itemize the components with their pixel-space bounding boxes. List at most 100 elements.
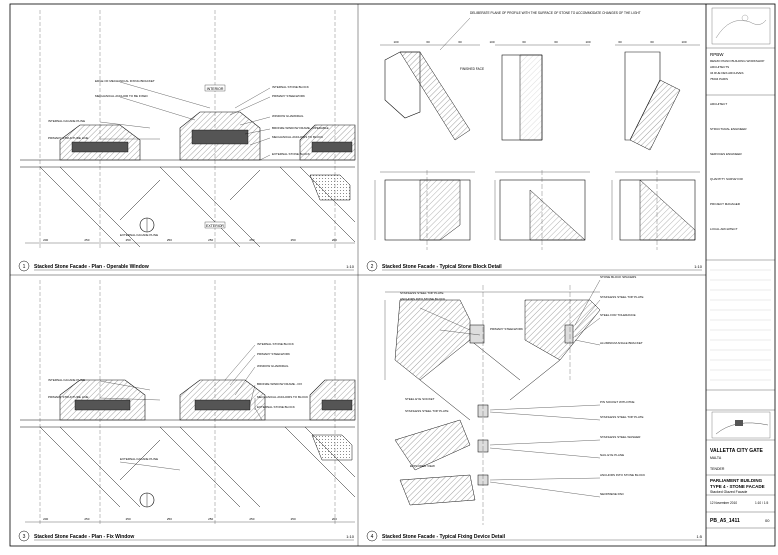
panel-3-dimensions: 200 250 250 250 250 250 250 200 [43,517,337,521]
title-block-body-line: QUANTITY SURVEYOR [710,177,744,181]
panel-1-notes: EDGE OF MECHANICAL FIXING BRACKET MECHANI… [48,79,329,237]
panel-3-note: INTERNAL FACADE PLINE [48,378,85,382]
panel-1-note: MECHANICAL ANCHOR TO BE FIXED [95,94,148,98]
dimension-label: 200 [332,238,337,242]
dimension-label: 60 [522,40,526,44]
tb-scale: 1:10 / 1:5 [755,501,769,505]
panel-scale-4: 1:5 [696,534,702,539]
title-block-header: RPBW RENZO PIANO BUILDING WORKSHOP ARCHITE… [710,52,764,81]
panel-4-note: STONE BLOCK SPACERS [600,275,636,279]
panel-1-note: WINDOW GUARDRAIL [272,114,304,118]
panel-title-text-1: Stacked Stone Facade - Plan - Operable W… [34,264,149,270]
panel-1-note: INTERNAL FACADE PLINE [48,119,85,123]
panel-4-notes-right: STONE BLOCK SPACERS STAINLESS STEEL TOP P… [600,275,645,496]
dimension-label: 250 [291,517,296,521]
tb-date: 12 November 2010 [710,501,737,505]
title-block-body: ARCHITECT STRUCTURAL ENGINEER SERVICES ENG… [710,102,747,231]
panel-4-note: NAIL EYE PLANE [600,453,624,457]
title-block-body-line: LOCAL ARCHITECT [710,227,738,231]
panel-title-4: 4 Stacked Stone Facade - Typical Fixing … [366,530,703,542]
panel-3-note: BRONZE WINDOW FRAME - FIX [257,382,302,386]
title-block-graphics [706,7,775,529]
dimension-label: 250 [167,238,172,242]
dimension-label: 250 [126,238,131,242]
panel-number-2: 2 [371,264,374,270]
dimension-label: 250 [167,517,172,521]
panel-title-text-3: Stacked Stone Facade - Plan - Fix Window [34,534,134,540]
panel-1-note: BRONZE WINDOW FRAME - OPERABLE [272,126,329,130]
panel-3-note: WINDOW GUARDRAIL [257,364,289,368]
panel-4-note: STAINLESS STEEL TOP PLATE [405,409,448,413]
dimension-label: 60 [650,40,654,44]
panel-number-3: 3 [23,534,26,540]
panel-2-stone-block-detail [374,17,700,250]
tb-location: MALTA [710,456,722,460]
panel-3-note: MECHANICAL ANCHORS TO BLOCK [257,395,308,399]
panel-4-note: STAINLESS STEEL WASHER [600,435,641,439]
panel-2-note: DELIBERATE PLANE OF PROFILE WITH THE SUR… [470,11,641,15]
panel-1-note: EDGE OF MECHANICAL FIXING BRACKET [95,79,155,83]
title-block-body-line: ARCHITECT [710,102,727,106]
panel-4-note: ANCHORS INTO STONE BLOCK [400,297,445,301]
exterior-tag-1: EXTERIOR [206,224,224,228]
panel-4-note: STAINLESS STEEL TOP PLATE [400,291,443,295]
panel-number-1: 1 [23,264,26,270]
title-block-body-line: SERVICES ENGINEER [710,152,742,156]
title-block-header-line: ARCHITECTS [710,65,729,69]
dimension-label: 60 [458,40,462,44]
title-block-body-line: PROJECT MANAGER [710,202,741,206]
panel-1-note: EXTERNAL STONE BLOCK [272,152,310,156]
panel-title-3: 3 Stacked Stone Facade - Plan - Fix Wind… [18,530,355,542]
tb-phase: TENDER [710,467,725,471]
panel-3-note: PRIMARY STEELWORK [257,352,290,356]
title-block-header-line: RPBW [710,52,724,57]
title-block-header-line: 34 RUE DES ARCHIVES [710,71,744,75]
panel-title-1: 1 Stacked Stone Facade - Plan - Operable… [18,260,355,272]
dimension-label: 100 [393,40,398,44]
panel-number-4: 4 [371,534,374,540]
panel-4-note: PIN SOCKET WITH PINE [600,400,634,404]
title-block-header-line: RENZO PIANO BUILDING WORKSHOP [710,59,764,63]
panel-1-note: MECHANICAL ANCHORS TO BLOCK [272,135,323,139]
panel-4-notes-left: STAINLESS STEEL TOP PLATE ANCHORS INTO ST… [400,291,523,468]
dimension-label: 250 [208,238,213,242]
dimension-label: 250 [249,517,254,521]
interior-tag-1: INTERIOR [207,87,224,91]
dimension-label: 100 [489,40,494,44]
panel-title-text-2: Stacked Stone Facade - Typical Stone Blo… [382,264,502,270]
dimension-label: 250 [126,517,131,521]
panel-scale-3: 1:10 [346,534,355,539]
tb-drawing-number: PB_A5_1411 [710,518,740,524]
dimension-label: 200 [43,238,48,242]
panel-3-note: PRIMARY STRUCTURE LINE [48,395,88,399]
panel-3-plan-fix [20,280,356,525]
panel-1-note: EXTERNAL FACADE PLINE [120,233,158,237]
dimension-label: 250 [84,517,89,521]
dimension-label: 200 [43,517,48,521]
dimension-label: 60 [618,40,622,44]
title-block-header-line: 75004 PARIS [710,77,728,81]
title-block-body-line: STRUCTURAL ENGINEER [710,127,747,131]
dimension-label: 60 [554,40,558,44]
dimension-label: 200 [332,517,337,521]
tb-project: VALLETTA CITY GATE [710,448,763,454]
dimension-label: 250 [291,238,296,242]
panel-1-note: PRIMARY STRUCTURE LINE [48,136,88,140]
panel-2-finish-label: FINISHED FACE [460,67,484,71]
panel-4-note: ANCHORS INTO STONE BLOCK [600,473,645,477]
panel-4-note: STAINLESS STEEL TOP PLATE [600,295,643,299]
panel-4-fixing-device [384,279,601,525]
dimension-label: 250 [84,238,89,242]
panel-4-note: ALUMINIUM ANGLE BRACKET [600,341,643,345]
panel-4-note: NEOPRENE PAD [600,492,624,496]
panel-title-2: 2 Stacked Stone Facade - Typical Stone B… [366,260,703,272]
dimension-label: 250 [208,517,213,521]
dimension-label: 100 [681,40,686,44]
panel-3-note: INTERNAL STONE BLOCK [257,342,294,346]
tb-drawing-title-2: TYPE 4 - STONE FACADE [710,484,765,489]
tb-drawing-title-1: PARLIAMENT BUILDING [710,478,763,483]
tb-revision: 00 [765,518,770,523]
